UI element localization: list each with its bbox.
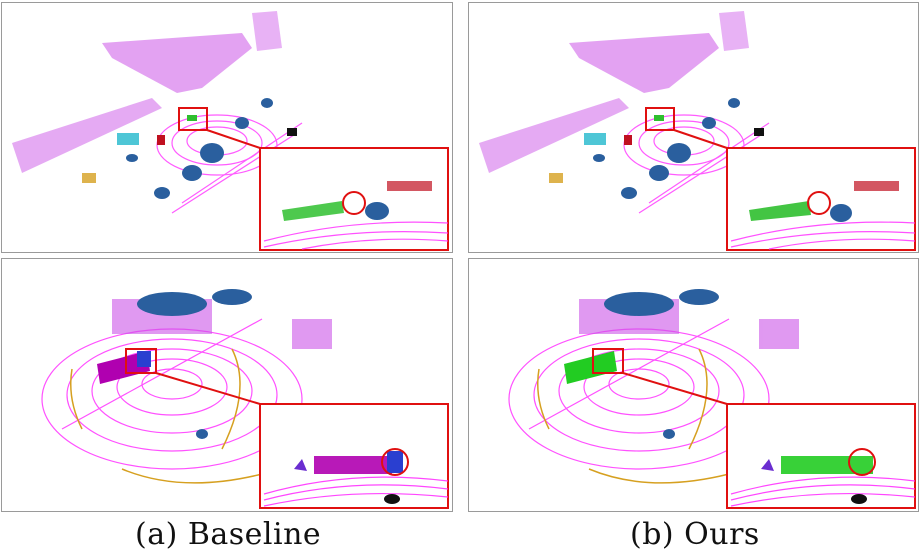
objects [549, 115, 764, 183]
objects [82, 115, 297, 183]
highlight-box [645, 107, 675, 131]
caption-ours: (b) Ours [630, 517, 760, 552]
inset-view [726, 147, 916, 251]
vegetation-points [137, 289, 252, 439]
building-points [12, 11, 282, 173]
truck-object [97, 351, 151, 384]
panel-a-bottom [1, 258, 453, 512]
zoom-connector [206, 129, 261, 149]
panel-b-bottom [468, 258, 919, 512]
highlight-box [592, 348, 624, 374]
zoom-connector [622, 372, 728, 405]
vegetation-points [604, 289, 719, 439]
highlight-box [178, 107, 208, 131]
vegetation-points [126, 98, 273, 199]
caption-baseline: (a) Baseline [135, 517, 322, 552]
vegetation-points [593, 98, 740, 199]
inset-view [726, 403, 916, 509]
pointcloud-b-top [479, 11, 916, 251]
pointcloud-a-top [12, 11, 449, 251]
zoom-connector [673, 129, 728, 149]
panel-b-top [468, 2, 919, 253]
building-points [479, 11, 749, 173]
pointcloud-b-bottom [508, 289, 916, 509]
ground-rings [508, 318, 770, 470]
highlight-box [125, 348, 157, 374]
zoom-connector [155, 372, 261, 405]
panel-a-top [1, 2, 453, 253]
inset-view [259, 147, 449, 251]
pointcloud-a-bottom [41, 289, 449, 509]
sidewalk-lines [70, 348, 263, 484]
inset-view [259, 403, 449, 509]
truck-object [564, 351, 617, 384]
sidewalk-lines [537, 348, 730, 484]
